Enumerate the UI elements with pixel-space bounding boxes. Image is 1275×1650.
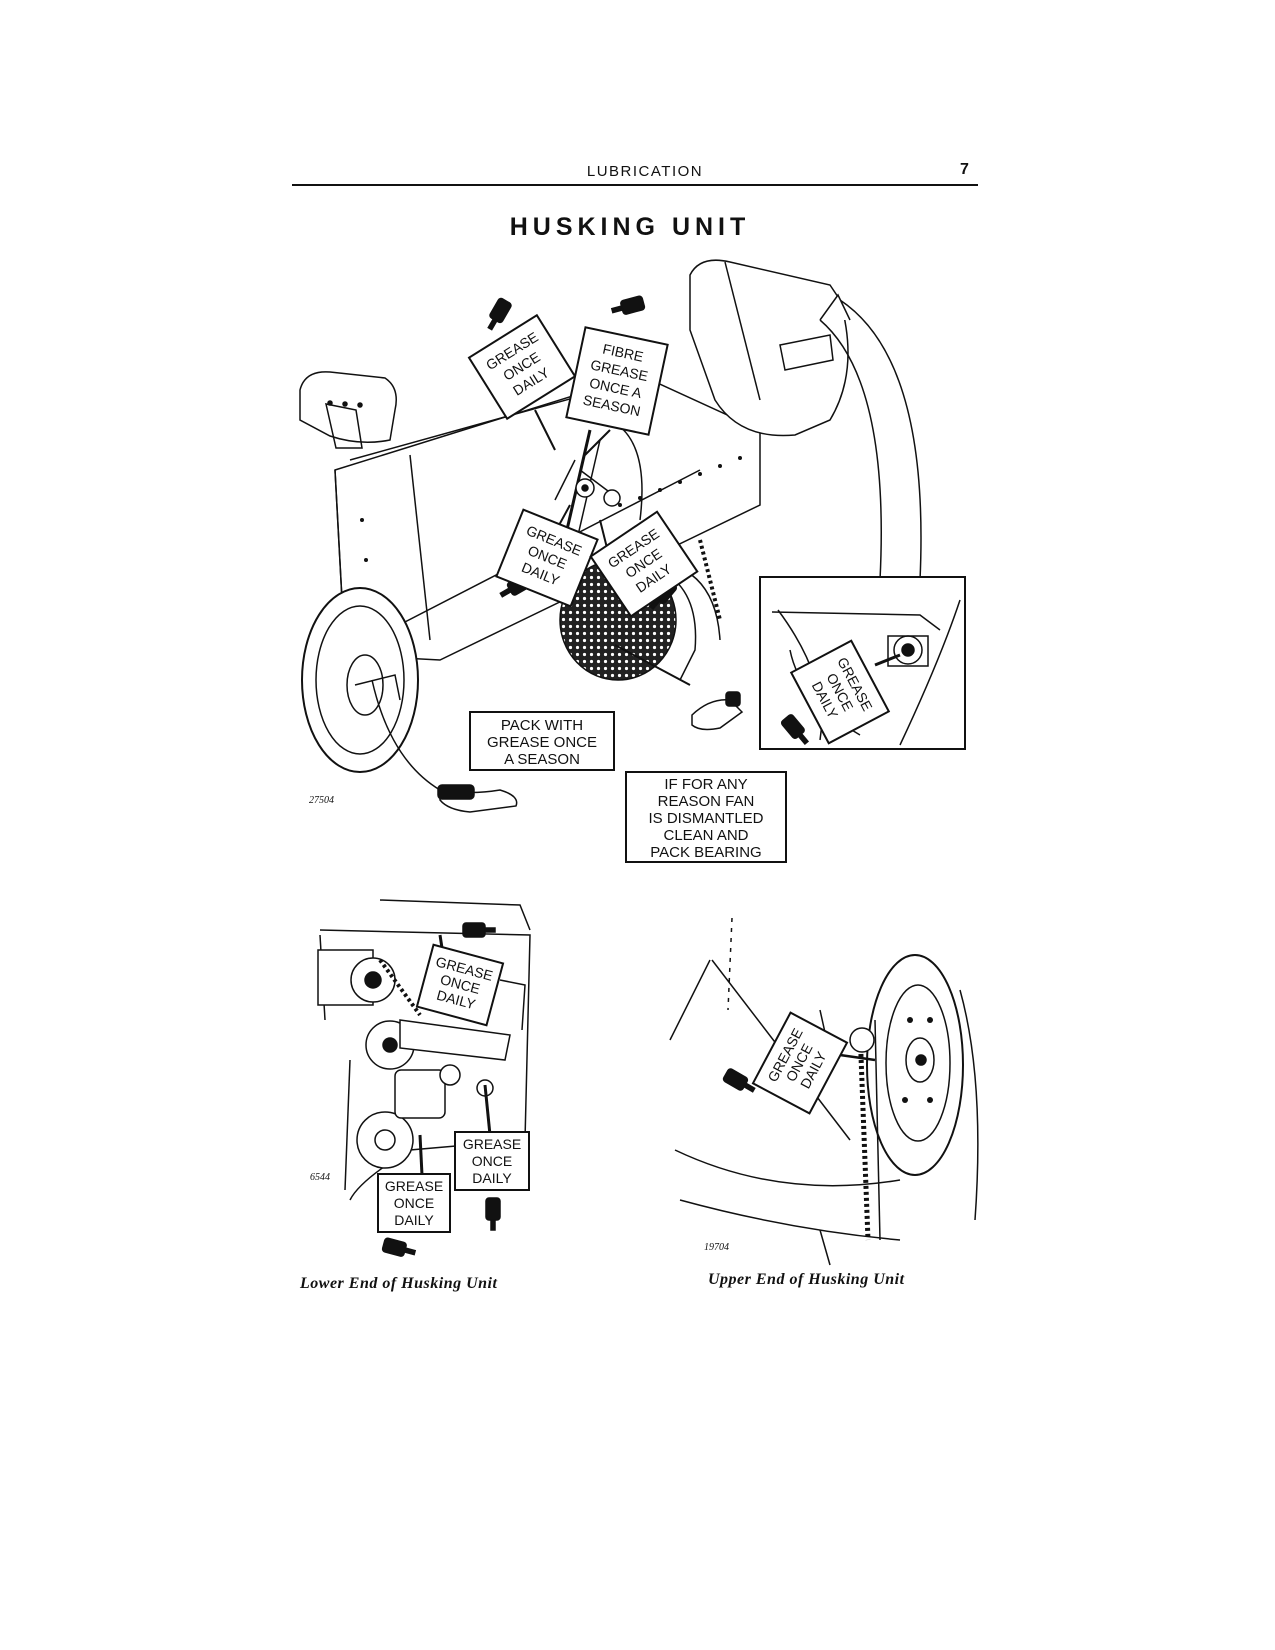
label-line: PACK BEARING [650,844,761,861]
label-line: GREASE ONCE [487,734,597,751]
label-pack-grease: PACK WITH GREASE ONCE A SEASON [469,711,615,771]
label-line: CLEAN AND [663,827,748,844]
label-line: ONCE [472,1153,512,1169]
label-lower-grease-upper: GREASE ONCE DAILY [415,943,505,1027]
figure-number-main: 27504 [309,795,334,806]
caption-upper: Upper End of Husking Unit [708,1271,905,1288]
figure-number-upper: 19704 [704,1242,729,1253]
label-line: REASON FAN [658,793,755,810]
caption-lower: Lower End of Husking Unit [300,1275,498,1292]
figure-number-lower: 6544 [310,1172,330,1183]
label-lower-grease-bottom: GREASE ONCE DAILY [377,1173,451,1233]
label-line: A SEASON [504,751,580,768]
label-line: IF FOR ANY [664,776,747,793]
label-line: IS DISMANTLED [648,810,763,827]
label-line: ONCE [394,1195,434,1211]
label-line: DAILY [394,1212,434,1228]
upper-figure [669,917,979,1266]
label-lower-grease-right: GREASE ONCE DAILY [454,1131,530,1191]
label-fan-note: IF FOR ANY REASON FAN IS DISMANTLED CLEA… [625,771,787,863]
page-heading: HUSKING UNIT [509,213,751,241]
section-title: LUBRICATION [586,163,704,180]
header-rule [292,184,978,186]
label-line: DAILY [472,1170,512,1186]
label-line: GREASE [385,1178,443,1194]
label-line: PACK WITH [501,717,583,734]
page-number: 7 [960,161,969,178]
label-grease-inset: GREASE ONCE DAILY [789,639,891,745]
label-line: GREASE [463,1136,521,1152]
label-grease-top: GREASE ONCE DAILY [467,313,577,421]
label-fibre-grease: FIBRE GREASE ONCE A SEASON [565,326,669,436]
label-upper-grease: GREASE ONCE DAILY [751,1011,849,1115]
